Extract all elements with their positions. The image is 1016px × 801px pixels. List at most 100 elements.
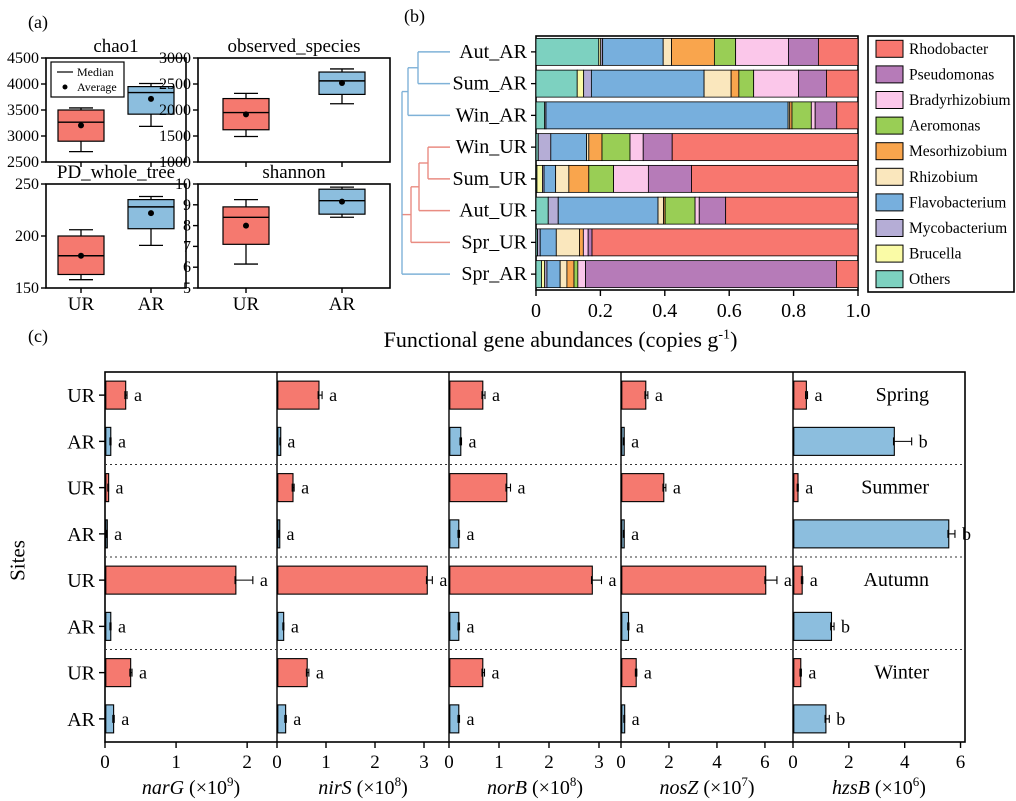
bar-segment-Mycobacterium (583, 69, 592, 98)
significance-letter: a (805, 478, 813, 498)
bar-segment-Others (535, 260, 542, 289)
bar-segment-Aeromonas (738, 69, 755, 98)
bar-segment-Bradyrhizobium (735, 37, 789, 66)
x-tick-label: 1 (494, 752, 504, 773)
significance-letter: a (518, 478, 526, 498)
bar-segment-Rhizobium (657, 196, 664, 225)
significance-letter: b (836, 709, 845, 729)
site-row-label: AR (67, 524, 95, 546)
row-label-Spr_UR: Spr_UR (461, 231, 527, 253)
panel-c-title-text: Functional gene abundances (copies g (383, 327, 719, 352)
legend-label-Rhodobacter: Rhodobacter (909, 41, 989, 58)
bar-segment-Aeromonas (713, 37, 737, 66)
group-label: UR (233, 294, 260, 315)
gene-bar-nirS-Winter-UR (277, 658, 308, 688)
bar-segment-Rhizobium (555, 228, 580, 257)
boxplot-frame (197, 183, 391, 289)
bar-segment-Mesorhizobium (730, 69, 740, 98)
x-tick-label: 0 (444, 752, 454, 773)
site-row-label: AR (67, 616, 95, 638)
legend-label-Others: Others (909, 271, 950, 288)
gene-bar-norB-Autumn-AR (449, 611, 460, 641)
significance-letter: a (118, 616, 126, 636)
y-tick-label: 7 (183, 238, 191, 255)
average-dot (339, 198, 345, 205)
bar-segment-Aeromonas (664, 196, 696, 225)
bar-segment-Mesorhizobium (671, 37, 715, 66)
panel-c-letter: (c) (28, 326, 48, 346)
bar-segment-Rhodobacter (836, 101, 859, 130)
significance-letter: a (631, 524, 639, 544)
x-tick-label: 0 (788, 752, 798, 773)
legend-swatch-Aeromonas (875, 116, 904, 135)
bar-segment-Flavobacterium (550, 133, 587, 162)
boxplot-title: shannon (262, 162, 326, 183)
gene-bar-norB-Spring-UR (449, 380, 484, 410)
gene-axis-title-hzsB: hzsB (×106) (832, 774, 926, 799)
bar-segment-Pseudomonas (698, 196, 727, 225)
significance-letter: a (810, 570, 818, 590)
gene-bar-hzsB-Summer-AR (793, 519, 950, 549)
y-tick-label: 3500 (7, 102, 39, 119)
bar-segment-Brucella (536, 164, 543, 193)
bar-segment-Bradyrhizobium (577, 260, 586, 289)
significance-letter: a (655, 385, 663, 405)
gene-bar-nosZ-Summer-UR (621, 473, 665, 503)
bar-segment-Rhizobium (555, 164, 570, 193)
significance-letter: a (316, 663, 324, 683)
bar-segment-Rhodobacter (817, 37, 859, 66)
x-tick-label: 1 (321, 752, 331, 773)
significance-letter: a (631, 431, 639, 451)
significance-letter: a (609, 570, 617, 590)
x-tick-label: 0.2 (588, 300, 613, 322)
bar-segment-Flavobacterium (546, 260, 561, 289)
legend-label-Mycobacterium: Mycobacterium (909, 220, 1007, 237)
legend-swatch-Others (875, 270, 904, 289)
bar-segment-Others (535, 37, 600, 66)
significance-letter: a (134, 385, 142, 405)
gene-bar-norB-Spring-AR (449, 426, 462, 456)
bar-segment-Rhizobium (559, 260, 568, 289)
gene-axis-title-nirS: nirS (×108) (318, 774, 407, 799)
bar-segment-Mesorhizobium (566, 260, 575, 289)
gene-bar-nosZ-Autumn-UR (621, 565, 767, 595)
significance-letter: a (467, 616, 475, 636)
legend-median-label: Median (77, 65, 114, 79)
legend-swatch-Bradyrhizobium (875, 91, 904, 109)
significance-letter: a (260, 570, 268, 590)
y-tick-label: 250 (15, 176, 39, 193)
x-tick-label: 6 (760, 752, 770, 773)
gene-bar-nosZ-Spring-UR (621, 380, 647, 410)
bar-segment-Others (535, 101, 546, 130)
season-label-Spring: Spring (876, 384, 929, 406)
row-label-Win_UR: Win_UR (456, 136, 528, 158)
gene-axis-title-narG: narG (×109) (142, 774, 240, 799)
significance-letter: a (815, 385, 823, 405)
significance-letter: a (121, 709, 129, 729)
significance-letter: a (467, 709, 475, 729)
significance-letter: a (784, 570, 792, 590)
y-tick-label: 5 (183, 280, 191, 297)
bar-segment-Bradyrhizobium (582, 228, 589, 257)
significance-letter: a (301, 478, 309, 498)
stacked-bar-frame (535, 35, 859, 291)
bar-segment-Aeromonas (601, 133, 631, 162)
bar-segment-Pseudomonas (587, 228, 593, 257)
boxplot-legend-frame (50, 61, 125, 98)
site-row-label: UR (67, 663, 95, 685)
gene-bar-nosZ-Winter-UR (621, 658, 637, 688)
significance-letter: a (139, 663, 147, 683)
legend-label-Brucella: Brucella (909, 246, 962, 263)
gene-bar-hzsB-Winter-AR (793, 704, 827, 734)
significance-letter: a (469, 431, 477, 451)
legend-swatch-Flavobacterium (875, 193, 904, 212)
y-tick-label: 2000 (159, 102, 191, 119)
bar-segment-Bradyrhizobium (613, 164, 649, 193)
x-tick-label: 2 (844, 752, 854, 773)
gene-axis-title-norB: norB (×108) (487, 774, 583, 799)
significance-letter: a (808, 663, 816, 683)
legend-label-Bradyrhizobium: Bradyrhizobium (909, 92, 1011, 109)
bar-segment-Mesorhizobium (588, 133, 603, 162)
bar-segment-Pseudomonas (798, 69, 827, 98)
x-tick-label: 0 (531, 300, 541, 322)
